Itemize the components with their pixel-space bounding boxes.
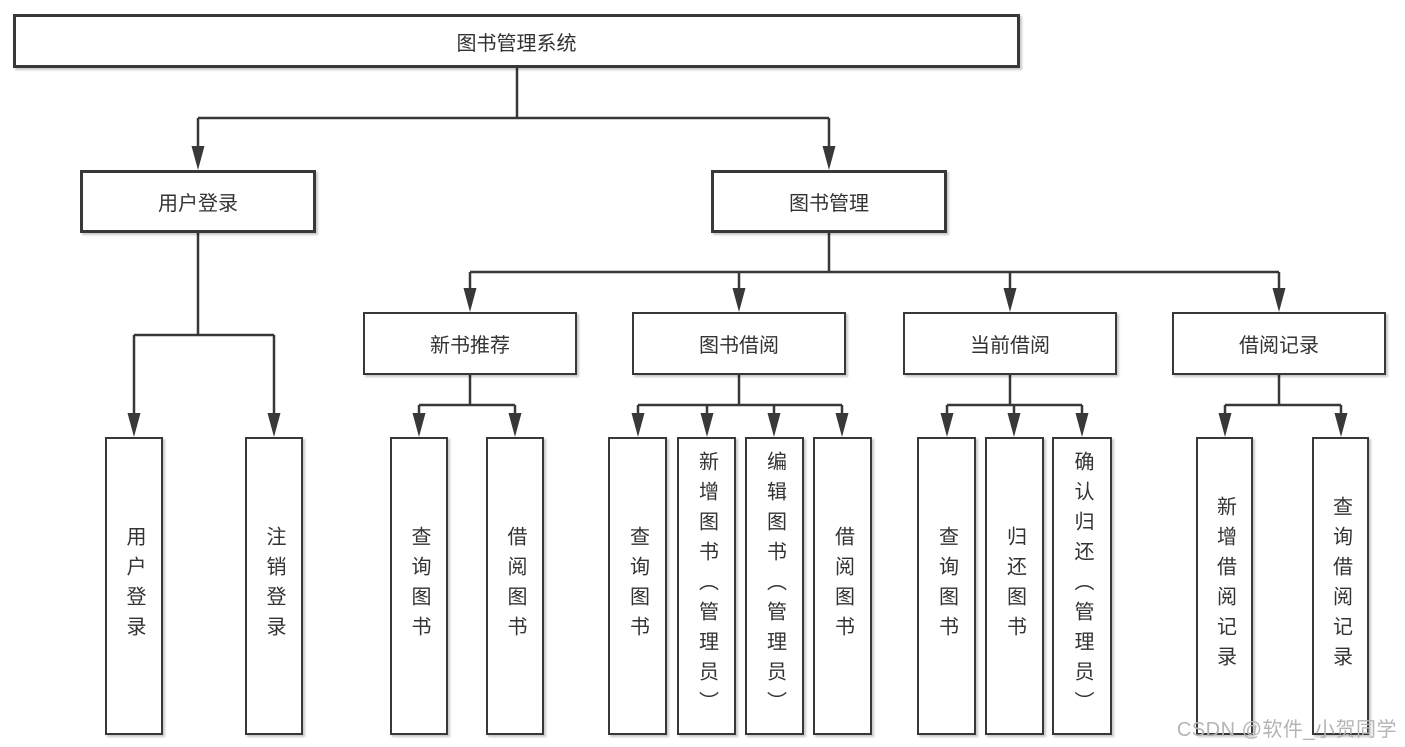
node-new-book-recommend: 新书推荐 — [363, 312, 577, 375]
leaf-label: 查询图书 — [626, 526, 649, 646]
node-label: 图书管理 — [789, 193, 869, 215]
leaf-edit-books-admin: 编辑图书（管理员） — [745, 437, 804, 735]
csdn-watermark: CSDN @软件_小贺同学 — [1176, 719, 1397, 741]
node-label: 用户登录 — [158, 193, 238, 215]
node-library-system: 图书管理系统 — [13, 14, 1020, 68]
connector-user-login-branch — [132, 233, 276, 419]
node-user-login: 用户登录 — [80, 170, 316, 233]
leaf-query-books-borrow: 查询图书 — [608, 437, 667, 735]
node-borrow-records: 借阅记录 — [1172, 312, 1386, 375]
leaf-label: 新增借阅记录 — [1213, 496, 1236, 676]
leaf-query-borrow-record: 查询借阅记录 — [1312, 437, 1369, 735]
connector-book-borrow-branch — [636, 375, 844, 419]
node-label: 借阅记录 — [1239, 335, 1319, 357]
leaf-label: 注销登录 — [263, 526, 285, 646]
leaf-label: 确认归还（管理员） — [1071, 451, 1093, 721]
connector-new-book-branch — [417, 375, 517, 419]
leaf-label: 查询借阅记录 — [1329, 496, 1352, 676]
leaf-label: 编辑图书（管理员） — [763, 451, 786, 721]
leaf-label: 用户登录 — [123, 526, 145, 646]
leaf-query-books-current: 查询图书 — [917, 437, 976, 735]
node-label: 图书管理系统 — [456, 32, 577, 55]
leaf-label: 查询图书 — [408, 526, 430, 646]
leaf-confirm-return-admin: 确认归还（管理员） — [1052, 437, 1112, 735]
leaf-label: 借阅图书 — [831, 526, 854, 646]
node-label: 当前借阅 — [970, 335, 1050, 357]
leaf-label: 借阅图书 — [504, 526, 526, 646]
connector-book-mgmt-to-level3 — [468, 233, 1281, 294]
leaf-logout: 注销登录 — [245, 437, 303, 735]
leaf-borrow-books: 借阅图书 — [813, 437, 872, 735]
leaf-return-books: 归还图书 — [985, 437, 1044, 735]
leaf-label: 新增图书（管理员） — [695, 451, 718, 721]
arrowheads — [127, 146, 1348, 437]
leaf-add-books-admin: 新增图书（管理员） — [677, 437, 736, 735]
leaf-borrow-books-recommend: 借阅图书 — [486, 437, 544, 735]
connector-current-borrow-branch — [945, 375, 1084, 419]
node-current-borrow: 当前借阅 — [903, 312, 1117, 375]
node-book-management: 图书管理 — [711, 170, 947, 233]
leaf-add-borrow-record: 新增借阅记录 — [1196, 437, 1253, 735]
leaf-user-login: 用户登录 — [105, 437, 163, 735]
node-book-borrow: 图书借阅 — [632, 312, 846, 375]
node-label: 新书推荐 — [430, 335, 510, 357]
connector-root-to-level2 — [196, 67, 831, 152]
leaf-label: 查询图书 — [935, 526, 958, 646]
connector-records-branch — [1223, 375, 1343, 419]
leaf-label: 归还图书 — [1003, 526, 1026, 646]
node-label: 图书借阅 — [699, 335, 779, 357]
leaf-query-books-recommend: 查询图书 — [390, 437, 448, 735]
